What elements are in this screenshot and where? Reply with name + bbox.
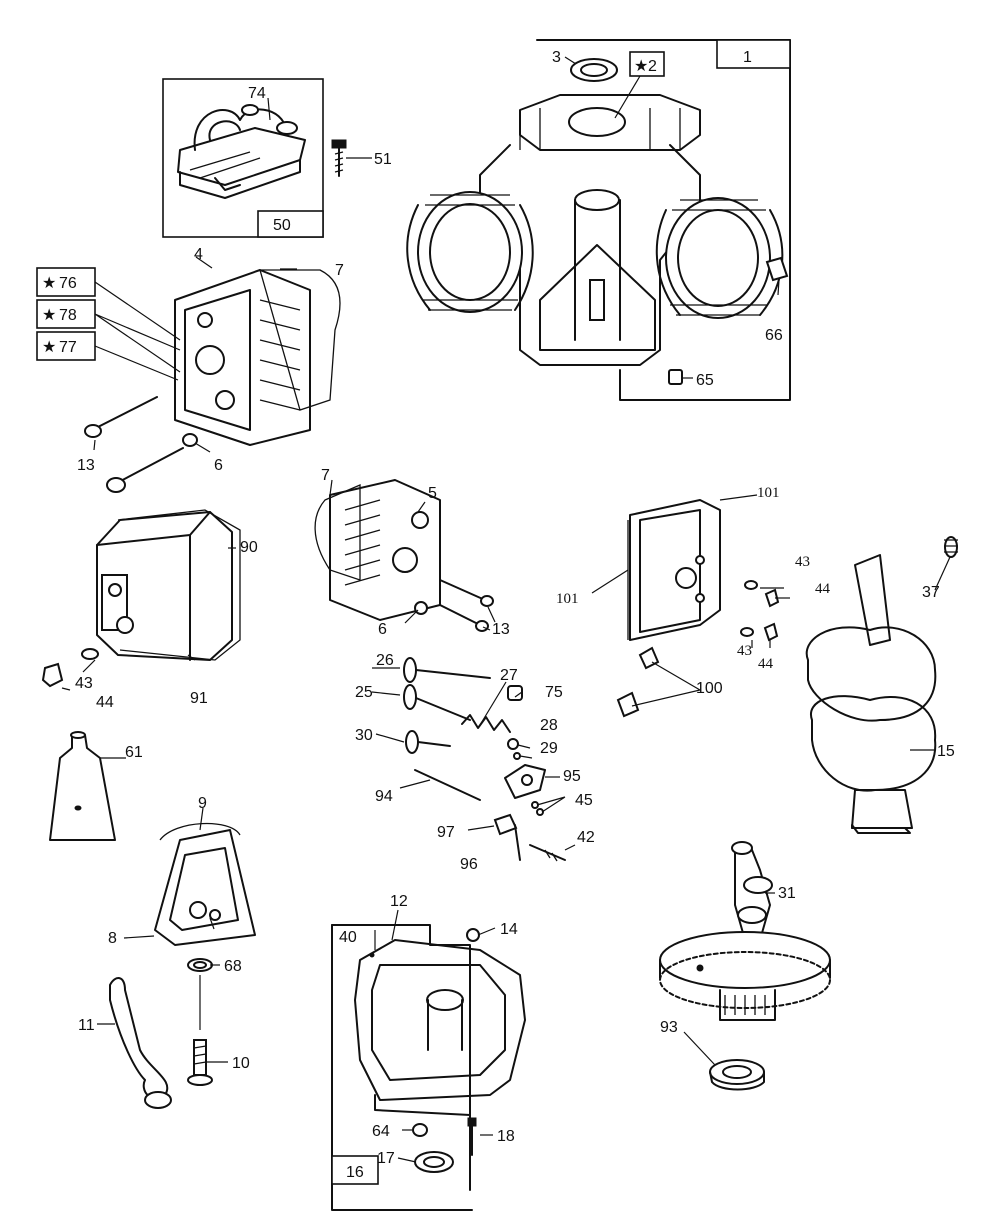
callout-76: 76 [59,275,77,292]
callout-29: 29 [540,740,558,757]
callout-77: 77 [59,339,77,356]
callout-16: 16 [346,1164,364,1181]
callout-78: 78 [59,307,77,324]
callout-7a: 7 [335,262,344,279]
callout-27: 27 [500,667,518,684]
callout-101a: 101 [757,485,780,501]
callout-93: 93 [660,1019,678,1036]
oil-fill-cover [49,731,116,841]
callout-90: 90 [240,539,258,556]
callout-17: 17 [377,1150,395,1167]
head-bolts-left [84,396,198,493]
callout-8: 8 [108,930,117,947]
callout-1: 1 [743,49,752,66]
star-77: ★ [42,339,56,356]
callout-43a: 43 [75,675,93,692]
callout-11: 11 [78,1017,95,1034]
callout-66: 66 [765,327,783,344]
callout-43b: 43 [795,554,810,570]
cylinder-head-left [174,269,341,446]
callout-101b: 101 [556,591,579,607]
star-78: ★ [42,307,56,324]
callout-3: 3 [552,49,561,66]
callout-25: 25 [355,684,373,701]
camshaft-gear [659,841,831,1091]
callout-9: 9 [198,795,207,812]
crankshaft [805,536,958,834]
callout-74: 74 [248,85,266,102]
callout-51: 51 [374,151,392,168]
crankcase-cover [331,924,526,1211]
callout-44b: 44 [815,581,831,597]
callout-68: 68 [224,958,242,975]
callout-91: 91 [190,690,208,707]
callout-2-star: ★ [634,58,648,75]
star-76: ★ [42,275,56,292]
callout-64: 64 [372,1123,390,1140]
callout-40: 40 [339,929,357,946]
callout-6a: 6 [214,457,223,474]
callout-42: 42 [577,829,595,846]
callout-13b: 13 [492,621,510,638]
valve-cover-right [616,499,780,718]
oil-drain-hose [109,958,213,1109]
callout-13a: 13 [77,457,95,474]
callout-15: 15 [937,743,955,760]
callout-94: 94 [375,788,393,805]
callout-50: 50 [273,217,291,234]
callout-100: 100 [696,680,723,697]
callout-2: 2 [648,58,657,75]
callout-44a: 44 [96,694,114,711]
callout-45: 45 [575,792,593,809]
callout-18: 18 [497,1128,515,1145]
callout-97: 97 [437,824,455,841]
cylinder-head-right [314,479,494,632]
callout-31: 31 [778,885,796,902]
star-label-stack [36,267,181,381]
callout-75: 75 [545,684,563,701]
oil-filter-adapter [154,822,256,946]
cylinder-block-group [406,39,791,401]
callout-61: 61 [125,744,143,761]
callout-14: 14 [500,921,518,938]
callout-30: 30 [355,727,373,744]
callout-44c: 44 [758,656,774,672]
callout-4: 4 [194,246,203,263]
leader-lines [61,56,951,1163]
callout-26: 26 [376,652,394,669]
callout-28: 28 [540,717,558,734]
callout-7b: 7 [321,467,330,484]
valve-cover-left [41,509,241,688]
callout-65: 65 [696,372,714,389]
callout-96: 96 [460,856,478,873]
callout-5: 5 [428,485,437,502]
ignition-module-group [162,78,324,238]
callout-43c: 43 [737,643,752,659]
callout-labels: 1 3 ★ 2 74 51 50 4 7 ★ 76 ★ 78 ★ 77 66 6… [42,49,955,1181]
callout-12: 12 [390,893,408,910]
callout-6b: 6 [378,621,387,638]
callout-10: 10 [232,1055,250,1072]
bolt-51 [331,139,347,177]
callout-37: 37 [922,584,940,601]
callout-95: 95 [563,768,581,785]
valve-train [403,657,566,862]
